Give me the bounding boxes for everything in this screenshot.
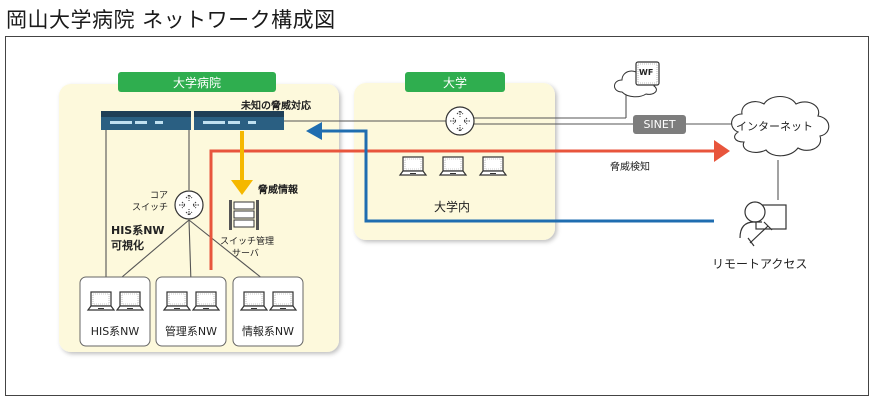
laptop-icon — [399, 156, 427, 176]
hospital-zone-label-bg — [118, 72, 276, 92]
threat-detection-label: 脅威検知 — [610, 162, 650, 173]
university-zone-label-bg — [405, 72, 505, 92]
his-visualization-label-1: HIS系NW — [111, 224, 165, 237]
laptop-icon — [439, 156, 467, 176]
university-zone-label: 大学 — [442, 76, 467, 90]
laptop-icon — [116, 291, 144, 311]
remote-access-arrow — [318, 129, 714, 223]
university-router-icon — [445, 106, 475, 136]
firewall-appliance-2 — [194, 111, 284, 130]
his-visualization-label-2: 可視化 — [111, 239, 144, 252]
wf-label: WF — [639, 68, 654, 77]
page-title: 岡山大学病院 ネットワーク構成図 — [6, 8, 336, 32]
remote-access-icon — [739, 201, 787, 247]
hospital-zone-label: 大学病院 — [172, 76, 221, 90]
laptop-icon — [479, 156, 507, 176]
segment-label-his: HIS系NW — [90, 325, 140, 338]
internet-label: インターネット — [736, 120, 813, 133]
segment-label-info: 情報系NW — [241, 325, 295, 338]
link-core-info — [188, 219, 269, 284]
remote-access-label: リモートアクセス — [712, 257, 808, 271]
link-core-mgmt — [188, 219, 192, 284]
diagram-frame — [5, 36, 869, 396]
laptop-icon — [269, 291, 297, 311]
wf-cloud-icon — [614, 61, 660, 98]
laptop-icon — [240, 291, 268, 311]
sinet-label: SINET — [643, 118, 676, 131]
firewall-appliance-1 — [101, 111, 191, 130]
server-icon — [229, 200, 259, 230]
sinet-badge — [633, 115, 686, 134]
link-core-his — [114, 219, 190, 284]
campus-label: 大学内 — [434, 200, 471, 214]
internet-cloud-icon — [731, 95, 830, 157]
segment-label-mgmt: 管理系NW — [164, 325, 218, 338]
switch-mgmt-server-label-2: サーバ — [232, 249, 259, 259]
threat-info-arrow — [240, 131, 244, 181]
core-switch-label-2: スイッチ — [131, 203, 168, 213]
laptop-icon — [87, 291, 115, 311]
threat-info-label: 脅威情報 — [258, 185, 298, 196]
unknown-threat-label: 未知の脅威対応 — [241, 101, 311, 112]
laptop-icon — [163, 291, 191, 311]
core-switch-label-1: コア — [149, 191, 168, 201]
switch-mgmt-server-label-1: スイッチ管理 — [220, 237, 275, 247]
core-switch-icon — [174, 190, 204, 220]
threat-detection-arrow — [209, 149, 716, 270]
laptop-icon — [192, 291, 220, 311]
